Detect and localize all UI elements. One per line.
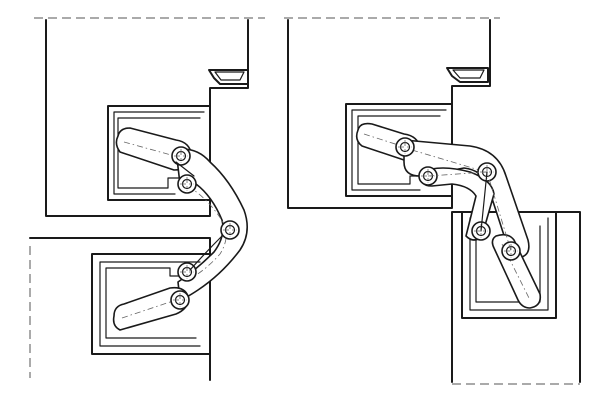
- lower-cup-recess: [105, 267, 197, 339]
- lower-cup-inner-line: [99, 261, 201, 347]
- open-door-panel: [451, 211, 581, 383]
- lower-link-arm: [189, 235, 223, 271]
- lower-cup-housing: [91, 253, 211, 355]
- right-cup-housing: [345, 103, 453, 197]
- right-middle-link: [420, 167, 495, 241]
- pivot-pin-icon: [170, 290, 190, 310]
- right-seal-profile: [446, 67, 489, 83]
- open-hinge-view: [284, 17, 581, 385]
- closed-hinge-view: [29, 17, 265, 381]
- pivot-pin-icon: [395, 137, 415, 157]
- pivot-pin-icon: [177, 174, 197, 194]
- right-short-link: [480, 171, 488, 232]
- door-cup-housing: [461, 211, 557, 319]
- pivot-pin-icon: [501, 241, 521, 261]
- right-seal-inner: [452, 69, 485, 79]
- upper-seal-profile: [208, 69, 249, 85]
- right-cup-inner-line: [351, 109, 447, 191]
- upper-seal-inner: [214, 71, 245, 81]
- door-cup-recess: [475, 225, 541, 303]
- pivot-pin-icon: [220, 220, 240, 240]
- upper-link-arm: [175, 161, 195, 177]
- upper-cup-recess: [117, 117, 201, 189]
- door-cup-inner-line: [469, 217, 549, 311]
- pivot-pin-icon: [171, 146, 191, 166]
- right-main-link-centerline: [411, 149, 487, 173]
- upper-cup-inner-line: [113, 111, 205, 195]
- lower-arm-centerline: [121, 297, 183, 319]
- upper-cup-housing: [107, 105, 211, 201]
